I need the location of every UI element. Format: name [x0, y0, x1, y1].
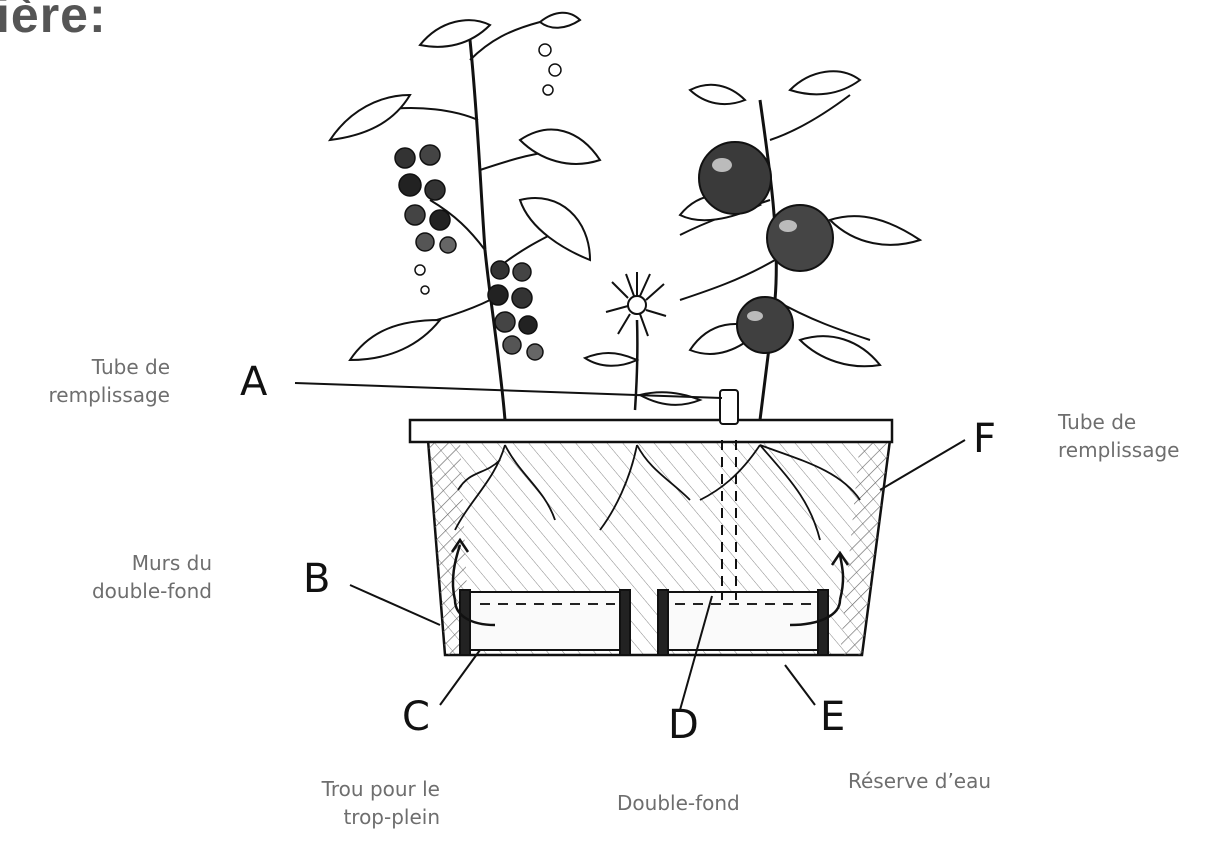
letter-a: A — [240, 359, 268, 405]
letter-e: E — [820, 694, 845, 740]
letter-c: C — [402, 694, 430, 740]
flower — [585, 272, 700, 410]
letter-d: D — [668, 702, 699, 748]
letter-b: B — [303, 556, 330, 602]
letter-f: F — [973, 416, 996, 462]
tomatoes — [699, 142, 833, 353]
planter-rim — [410, 420, 892, 442]
